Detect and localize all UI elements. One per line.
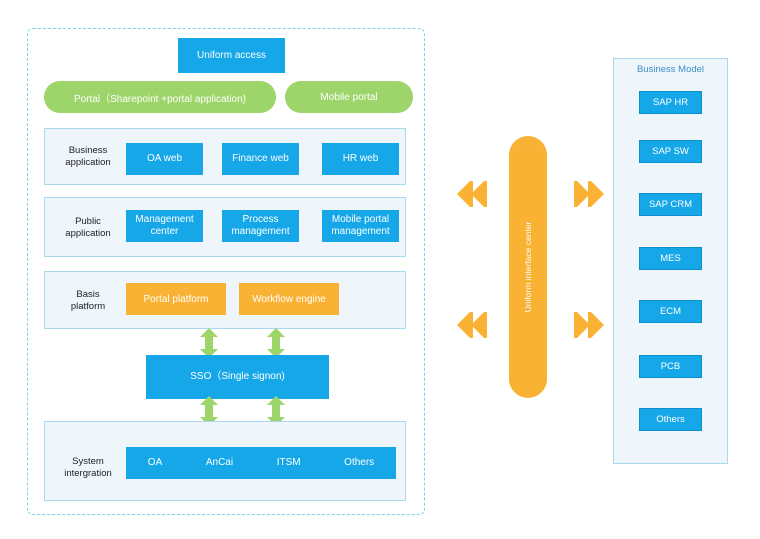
double-arrow-icon bbox=[267, 396, 285, 426]
uniform-interface-center: Uniform interface center bbox=[509, 136, 547, 398]
management-center-line2: center bbox=[150, 226, 179, 237]
system-integration-item: Others bbox=[344, 457, 375, 468]
uniform-access-box: Uniform access bbox=[178, 38, 285, 73]
business-model-item: SAP SW bbox=[639, 140, 702, 163]
system-integration-label-line1: System bbox=[72, 456, 104, 467]
management-center-box: Management center bbox=[126, 210, 203, 242]
system-integration-item: ITSM bbox=[276, 457, 301, 468]
process-management-line2: management bbox=[231, 226, 290, 237]
business-application-label-line2: application bbox=[65, 157, 111, 168]
mobile-portal-management-box: Mobile portal management bbox=[322, 210, 399, 242]
double-chevron-right-icon bbox=[574, 312, 604, 338]
system-integration-label-line2: intergration bbox=[64, 468, 112, 479]
double-chevron-left-icon bbox=[457, 312, 487, 338]
system-integration-item: AnCai bbox=[205, 457, 234, 468]
public-application-label: Public application bbox=[52, 213, 124, 243]
business-model-item: PCB bbox=[639, 355, 702, 378]
management-center-line1: Management bbox=[135, 214, 194, 225]
double-chevron-left-icon bbox=[457, 181, 487, 207]
mobile-portal-pill: Mobile portal bbox=[285, 81, 413, 113]
mobile-portal-management-line2: management bbox=[331, 226, 390, 237]
business-application-label-line1: Business bbox=[68, 145, 108, 156]
double-arrow-icon bbox=[200, 396, 218, 426]
process-management-line1: Process bbox=[242, 214, 279, 225]
portal-pill: Portal（Sharepoint +portal application) bbox=[44, 81, 276, 113]
public-application-label-line1: Public bbox=[75, 216, 101, 227]
oa-web-box: OA web bbox=[126, 143, 203, 175]
basis-platform-label: Basis platform bbox=[52, 286, 124, 316]
business-model-item: SAP HR bbox=[639, 91, 702, 114]
basis-platform-label-line1: Basis bbox=[76, 289, 100, 300]
public-application-label-line2: application bbox=[65, 228, 111, 239]
business-model-item: Others bbox=[639, 408, 702, 431]
business-model-item: MES bbox=[639, 247, 702, 270]
double-arrow-icon bbox=[267, 328, 285, 358]
process-management-box: Process management bbox=[222, 210, 299, 242]
portal-platform-box: Portal platform bbox=[126, 283, 226, 315]
architecture-frame bbox=[27, 28, 425, 515]
system-integration-item: OA bbox=[147, 457, 163, 468]
mobile-portal-management-line1: Mobile portal bbox=[331, 214, 390, 225]
business-application-label: Business application bbox=[52, 142, 124, 172]
basis-platform-label-line2: platform bbox=[70, 301, 106, 312]
business-model-item: ECM bbox=[639, 300, 702, 323]
sso-box: SSO（Single signon) bbox=[146, 355, 329, 399]
double-chevron-right-icon bbox=[574, 181, 604, 207]
double-arrow-icon bbox=[200, 328, 218, 358]
business-model-title: Business Model bbox=[636, 64, 705, 75]
finance-web-box: Finance web bbox=[222, 143, 299, 175]
workflow-engine-box: Workflow engine bbox=[239, 283, 339, 315]
system-integration-bar: OA AnCai ITSM Others bbox=[126, 447, 396, 479]
uniform-interface-center-label: Uniform interface center bbox=[523, 221, 533, 313]
hr-web-box: HR web bbox=[322, 143, 399, 175]
system-integration-label: System intergration bbox=[50, 453, 126, 483]
business-model-item: SAP CRM bbox=[639, 193, 702, 216]
